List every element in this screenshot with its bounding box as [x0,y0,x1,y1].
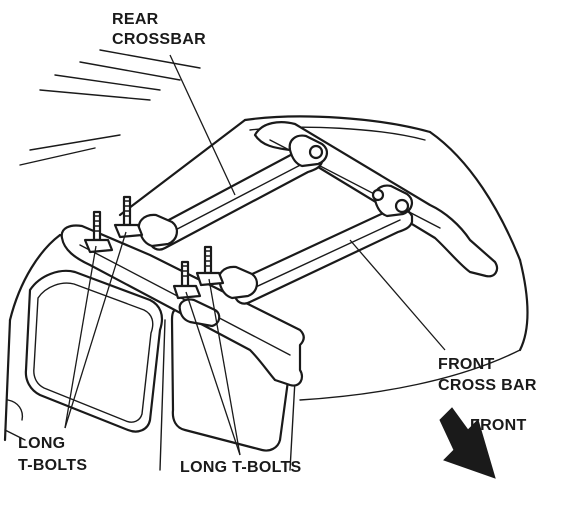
rear-crossbar [137,134,328,251]
tbolts-left-group [83,195,144,254]
front-crossbar-label-line1: FRONT [438,356,495,373]
leader-lines [64,54,446,456]
front-crossbar-label-line2: CROSS BAR [438,377,537,394]
rear-crossbar-label-line2: CROSSBAR [112,31,206,48]
long-tbolts-left-label-line1: LONG [18,435,65,452]
front-direction-label: FRONT [470,417,527,434]
front-direction-arrow-icon [439,407,496,479]
rear-crossbar-label-line1: REAR [112,11,159,28]
long-tbolts-left-label-line2: T-BOLTS [18,457,87,474]
front-crossbar [217,184,414,305]
tbolts-center-group [172,245,225,300]
long-tbolts-center-label: LONG T-BOLTS [180,459,302,476]
